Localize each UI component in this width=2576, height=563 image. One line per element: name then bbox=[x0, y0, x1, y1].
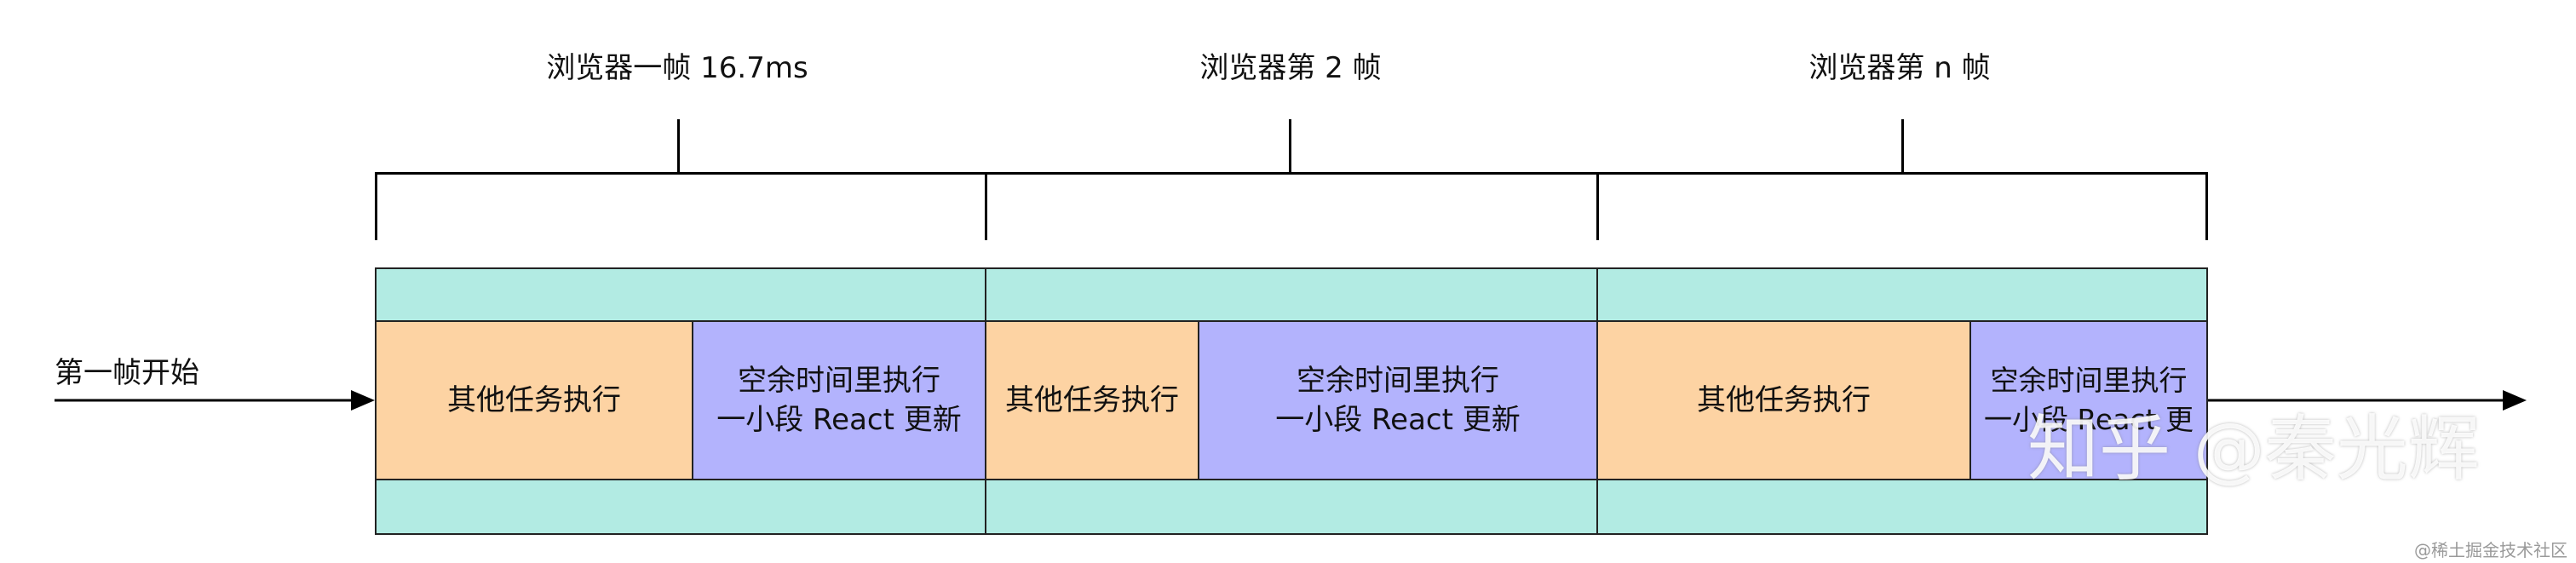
frame3-other-task-label: 其他任务执行 bbox=[1697, 383, 1871, 417]
frame2-idle-task-line1: 空余时间里执行 bbox=[1297, 364, 1499, 398]
frame1-title: 浏览器一帧 16.7ms bbox=[546, 51, 808, 85]
frame2-other-task-label: 其他任务执行 bbox=[1005, 383, 1179, 417]
frame2-bottom-band bbox=[985, 479, 1598, 535]
frame3-title: 浏览器第 n 帧 bbox=[1808, 51, 1991, 85]
frame1-other-task: 其他任务执行 bbox=[375, 320, 693, 480]
frame2-top-band bbox=[985, 267, 1598, 322]
frame2-idle-task-line2: 一小段 React 更新 bbox=[1275, 403, 1521, 437]
zhihu-watermark: 知乎 @秦光辉 bbox=[2027, 407, 2480, 491]
timeline-start-label: 第一帧开始 bbox=[55, 356, 199, 390]
frame1-top-band bbox=[375, 267, 986, 322]
frame1-idle-task-line1: 空余时间里执行 bbox=[738, 364, 940, 398]
frame1-idle-task: 空余时间里执行 一小段 React 更新 bbox=[692, 320, 986, 480]
frame1-other-task-label: 其他任务执行 bbox=[447, 383, 621, 417]
frame1-idle-task-line2: 一小段 React 更新 bbox=[716, 403, 962, 437]
source-watermark: @稀土掘金技术社区 bbox=[2414, 540, 2567, 560]
frame2-title: 浏览器第 2 帧 bbox=[1199, 51, 1382, 85]
frame2-other-task: 其他任务执行 bbox=[985, 320, 1199, 480]
frame2-idle-task: 空余时间里执行 一小段 React 更新 bbox=[1198, 320, 1598, 480]
frame3-top-band bbox=[1596, 267, 2208, 322]
timeline-arrow bbox=[55, 390, 2527, 411]
frame3-idle-task-line1: 空余时间里执行 bbox=[1990, 364, 2188, 397]
frame1-bottom-band bbox=[375, 479, 986, 535]
frame3-bottom-band bbox=[1596, 479, 2208, 535]
frame3-idle-task-line2: 一小段 React 更 bbox=[1983, 403, 2194, 436]
frame3-other-task: 其他任务执行 bbox=[1596, 320, 1971, 480]
